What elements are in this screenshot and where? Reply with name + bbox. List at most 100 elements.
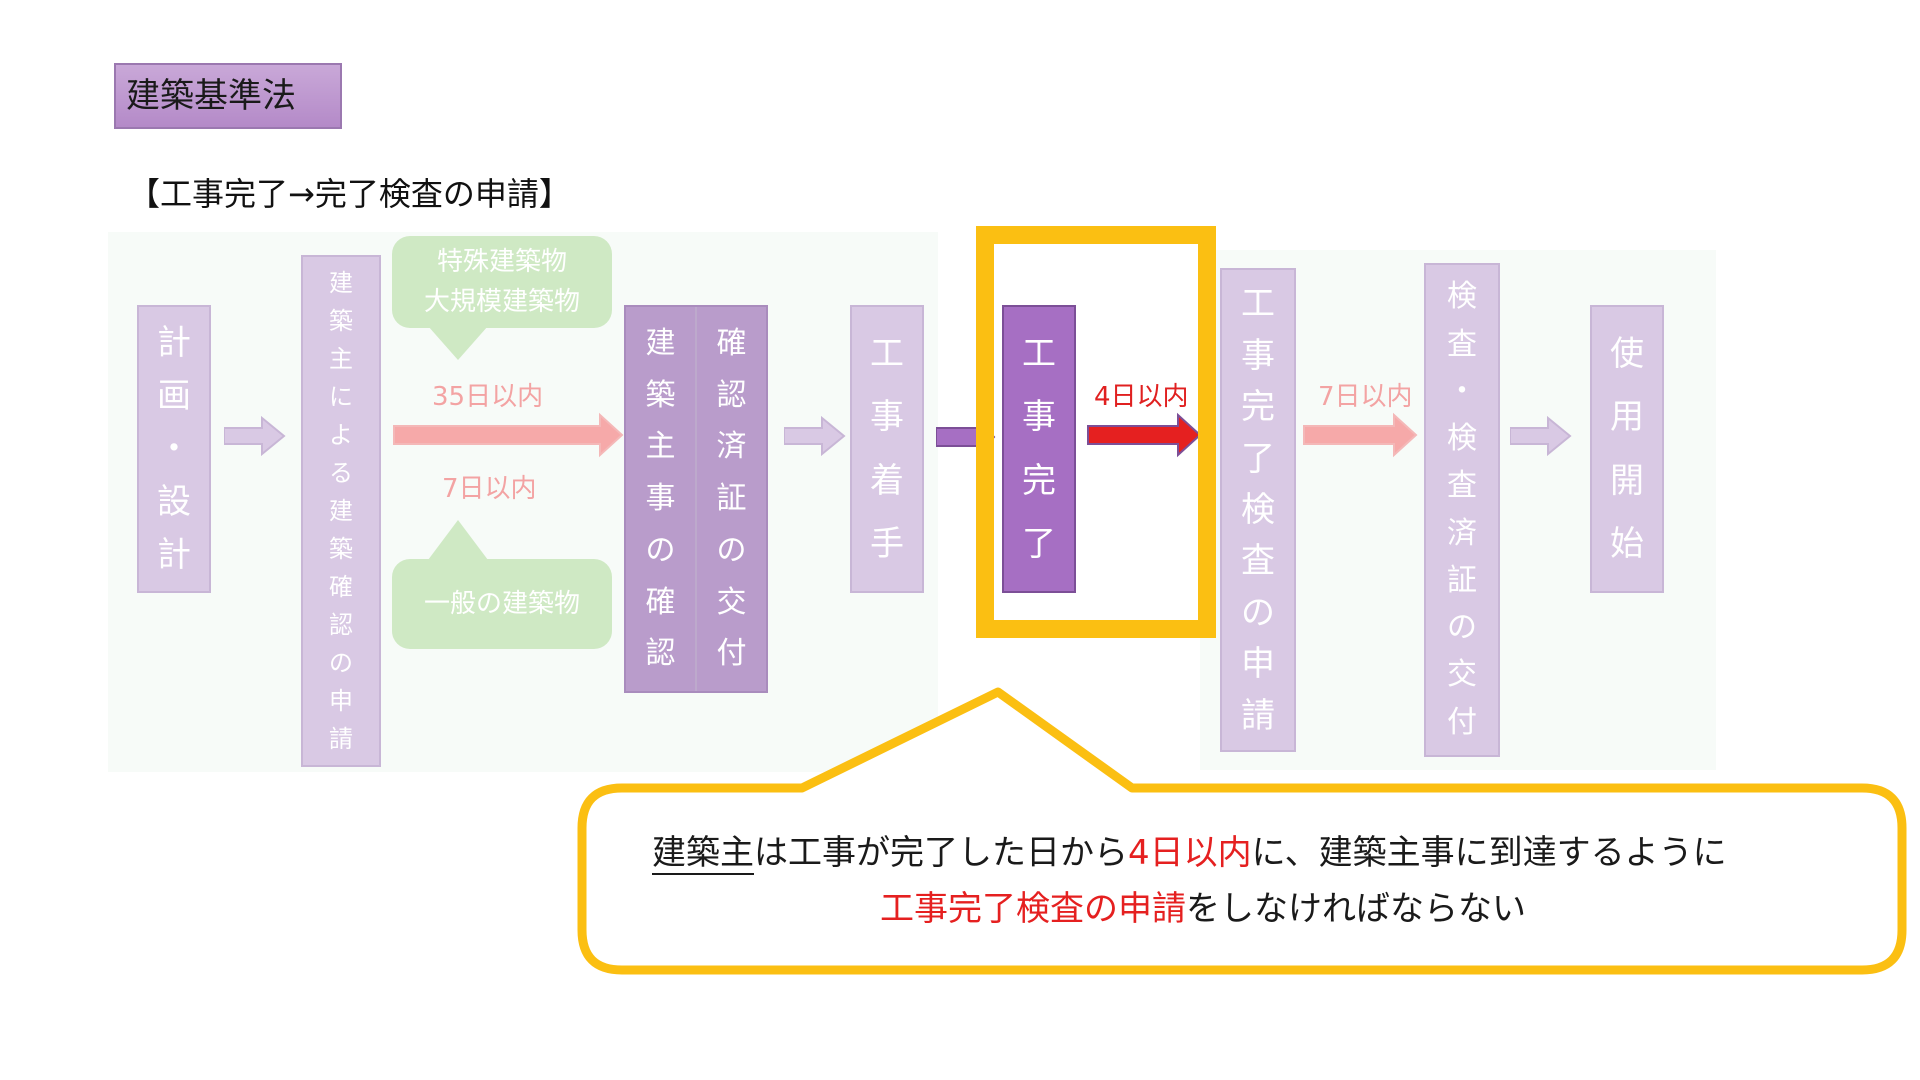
- callout-application: 工事完了検査の申請: [880, 889, 1186, 929]
- char: 付: [1447, 704, 1477, 740]
- char: 事: [645, 481, 676, 516]
- general-buildings-bubble: 一般の建築物: [392, 559, 612, 649]
- char: ・: [1447, 373, 1477, 409]
- char: の: [1241, 592, 1275, 633]
- callout-4-days: 4日以内: [1128, 833, 1252, 873]
- certificate-column: 確 認 済 証 の 交 付: [695, 307, 766, 691]
- char: 申: [329, 687, 353, 715]
- char: 建: [329, 269, 353, 297]
- char: 了: [1022, 524, 1056, 565]
- char: 認: [329, 611, 353, 639]
- char: の: [1447, 610, 1477, 646]
- flow-arrow-application: [393, 412, 624, 458]
- char: 確: [645, 584, 676, 620]
- char: 使: [1610, 333, 1644, 374]
- char: の: [645, 532, 676, 568]
- char: 検: [1447, 279, 1477, 315]
- char: 主: [329, 345, 353, 373]
- char: 着: [870, 460, 904, 501]
- special-buildings-bubble: 特殊建築物 大規模建築物: [392, 236, 612, 328]
- char: 証: [1447, 562, 1477, 598]
- char: 築: [329, 307, 353, 335]
- char: 画: [157, 376, 191, 416]
- char: 事: [870, 397, 904, 438]
- special-bubble-tail: [428, 326, 488, 360]
- char: 事: [1241, 335, 1275, 376]
- callout-line-2: 工事完了検査の申請をしなければならない: [880, 882, 1526, 936]
- flow-arrow-last: [1510, 416, 1572, 456]
- deadline-4-days: 4日以内: [1094, 382, 1189, 412]
- char: 設: [157, 482, 191, 522]
- step-inspection-certificate: 検 査 ・ 検 査 済 証 の 交 付: [1424, 263, 1500, 757]
- deadline-35-days: 35日以内: [432, 382, 544, 412]
- char: 申: [1241, 644, 1275, 685]
- callout-line-1: 建築主は工事が完了した日から4日以内に、建築主事に到達するように: [652, 826, 1727, 880]
- step-completion-inspection-application: 工 事 完 了 検 査 の 申 請: [1220, 268, 1296, 752]
- char: 済: [1447, 515, 1477, 551]
- char: の: [329, 649, 353, 677]
- char: 請: [329, 725, 353, 753]
- char: 了: [1241, 438, 1275, 479]
- char: 建: [329, 497, 353, 525]
- bubble-line: 大規模建築物: [423, 287, 580, 317]
- step-start-use: 使 用 開 始: [1590, 305, 1664, 593]
- char: よ: [329, 421, 353, 449]
- flow-arrow-completion-red: [1087, 412, 1202, 458]
- callout-text-1b: は工事が完了した日から: [754, 833, 1128, 873]
- general-bubble-tail: [428, 520, 488, 560]
- step-plan-design: 計 画 ・ 設 計: [137, 305, 211, 593]
- char: 工: [1241, 284, 1275, 325]
- char: 確: [329, 573, 353, 601]
- deadline-7-days-general: 7日以内: [442, 474, 537, 504]
- char: 付: [716, 636, 747, 672]
- char: 証: [716, 481, 747, 516]
- char: 工: [870, 333, 904, 374]
- char: る: [329, 459, 353, 487]
- char: に: [329, 383, 353, 411]
- char: 済: [716, 429, 747, 465]
- step-construction-complete: 工 事 完 了: [1002, 305, 1076, 593]
- char: 査: [1447, 468, 1477, 504]
- law-name-badge: 建築基準法: [114, 63, 342, 129]
- char: 計: [157, 535, 191, 575]
- char: 築: [645, 377, 676, 413]
- char: 検: [1241, 489, 1275, 530]
- callout-text-2b: をしなければならない: [1186, 889, 1526, 929]
- char: 用: [1610, 397, 1644, 438]
- char: 手: [870, 524, 904, 565]
- char: 開: [1610, 460, 1644, 501]
- char: 完: [1022, 460, 1056, 501]
- highlight-frame: [976, 226, 1216, 638]
- flow-arrow-1: [224, 416, 286, 456]
- char: 交: [716, 584, 747, 620]
- char: 査: [1447, 326, 1477, 362]
- confirmation-column: 建 築 主 事 の 確 認: [626, 307, 695, 691]
- char: 認: [716, 377, 747, 413]
- char: 確: [716, 325, 747, 361]
- section-title: 【工事完了→完了検査の申請】: [128, 175, 571, 213]
- char: ・: [157, 429, 191, 469]
- step-construction-start: 工 事 着 手: [850, 305, 924, 593]
- callout-text-1d: に、建築主事に到達するように: [1251, 833, 1727, 873]
- char: 検: [1447, 421, 1477, 457]
- char: 主: [645, 429, 676, 465]
- char: 工: [1022, 333, 1056, 374]
- char: 建: [645, 325, 676, 361]
- char: 交: [1447, 657, 1477, 693]
- flow-arrow-inspection: [1303, 412, 1418, 458]
- char: 完: [1241, 387, 1275, 428]
- char: 査: [1241, 541, 1275, 582]
- char: 認: [645, 636, 676, 672]
- char: 事: [1022, 397, 1056, 438]
- deadline-7-days-inspection: 7日以内: [1318, 382, 1413, 412]
- callout-box: [577, 687, 1907, 975]
- flow-arrow-3: [784, 416, 846, 456]
- char: 築: [329, 535, 353, 563]
- char: 計: [157, 323, 191, 363]
- step-owner-application: 建 築 主 に よ る 建 築 確 認 の 申 請: [301, 255, 381, 767]
- callout-owner: 建築主: [652, 833, 754, 875]
- char: 請: [1241, 695, 1275, 736]
- bubble-line: 特殊建築物: [436, 247, 567, 277]
- char: の: [716, 532, 747, 568]
- step-confirmation: 建 築 主 事 の 確 認 確 認 済 証 の 交 付: [624, 305, 768, 693]
